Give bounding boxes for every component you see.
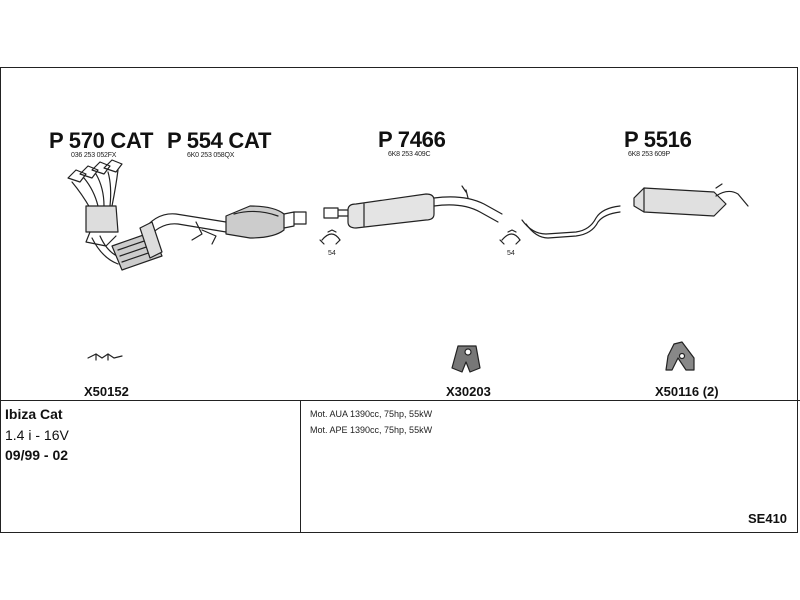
part-code-1: 036 253 052FX [71, 152, 117, 159]
engine-line-1: Mot. AUA 1390cc, 75hp, 55kW [310, 409, 433, 419]
rear-silencer-drawing [521, 183, 749, 239]
clamp-icon-1 [319, 229, 341, 245]
sheet-reference: SE410 [748, 511, 788, 526]
part-title-1: P 570 CAT [49, 128, 154, 153]
clamp-label-1: 54 [328, 250, 336, 257]
divider-vertical [300, 401, 301, 532]
front-pipe-cat-drawing [139, 205, 307, 259]
accessory-label-3: X50116 (2) [655, 384, 719, 399]
vehicle-engine: 1.4 i - 16V [5, 427, 69, 443]
engine-line-2: Mot. APE 1390cc, 75hp, 55kW [310, 425, 433, 435]
diagram-frame [0, 67, 798, 533]
accessory-icon-x50152 [87, 353, 123, 361]
vehicle-name: Ibiza Cat [5, 406, 63, 422]
part-code-4: 6K8 253 609P [628, 151, 670, 158]
part-code-2: 6K0 253 058QX [187, 152, 235, 159]
clamp-label-2: 54 [507, 250, 515, 257]
part-title-2: P 554 CAT [167, 128, 272, 153]
part-title-4: P 5516 [624, 127, 692, 152]
part-code-3: 6K8 253 409C [388, 151, 431, 158]
middle-silencer-drawing [323, 185, 503, 229]
accessory-label-2: X30203 [446, 384, 491, 399]
vehicle-years: 09/99 - 02 [5, 447, 69, 463]
accessory-icon-x30203 [451, 345, 481, 373]
clamp-icon-2 [499, 229, 521, 245]
accessory-icon-x50116 [665, 341, 695, 371]
part-title-3: P 7466 [378, 127, 446, 152]
accessory-label-1: X50152 [84, 384, 129, 399]
divider-horizontal [0, 400, 800, 401]
